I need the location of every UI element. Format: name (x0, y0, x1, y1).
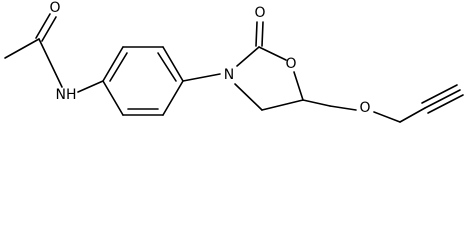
atom-label-carbonyl-oxygen: O (254, 5, 265, 21)
ring-bond-4 (162, 80, 184, 116)
atom-label-ring-nitrogen: N (224, 67, 234, 83)
triple-bond-center (424, 89, 461, 109)
ring-bond-6 (102, 80, 124, 116)
bond-c2-carbonyl-oxygen-b (261, 21, 264, 47)
bond-nh-aryl (77, 80, 104, 93)
chemical-structure: O NH N O O O (4, 0, 464, 123)
bond-carbonyl-oxygen-a (35, 13, 51, 39)
bond-c2-carbonyl-oxygen-a (255, 21, 258, 47)
bond-c2-ring-oxygen (258, 46, 287, 61)
bond-c4-n (234, 83, 263, 111)
bond-ether-oxygen-ch2 (373, 111, 401, 123)
bond-ring-oxygen-c5 (293, 71, 304, 101)
atom-label-ether-oxygen: O (359, 100, 370, 116)
bond-carbonyl-nh (38, 38, 63, 88)
benzene-ring (102, 46, 221, 116)
ring-inner-bond-b (157, 52, 177, 82)
bond-ch2-alkyne (399, 107, 426, 123)
propargyl-ether-chain (302, 84, 464, 123)
ring-bond-3 (162, 46, 184, 82)
ring-bond-1 (102, 46, 124, 82)
oxazolidinone-ring (234, 21, 304, 111)
bond-aryl-ring-n (182, 73, 221, 82)
atom-label-acetyl-oxygen: O (49, 0, 60, 16)
bond-ch2-ether-oxygen (329, 105, 357, 111)
ring-inner-bond-a (109, 52, 128, 82)
triple-bond-upper (421, 84, 458, 104)
bond-c5-ch2 (302, 99, 331, 107)
bond-n-c2 (236, 46, 260, 67)
bond-carbonyl-oxygen-b (41, 16, 57, 42)
bond-c5-c4 (261, 99, 304, 111)
atom-label-amide-nh: NH (56, 87, 77, 103)
acetamide-group (4, 13, 104, 93)
triple-bond-lower (427, 94, 464, 114)
bond-methyl-carbonyl (4, 38, 40, 59)
atom-label-ring-oxygen: O (285, 56, 296, 72)
